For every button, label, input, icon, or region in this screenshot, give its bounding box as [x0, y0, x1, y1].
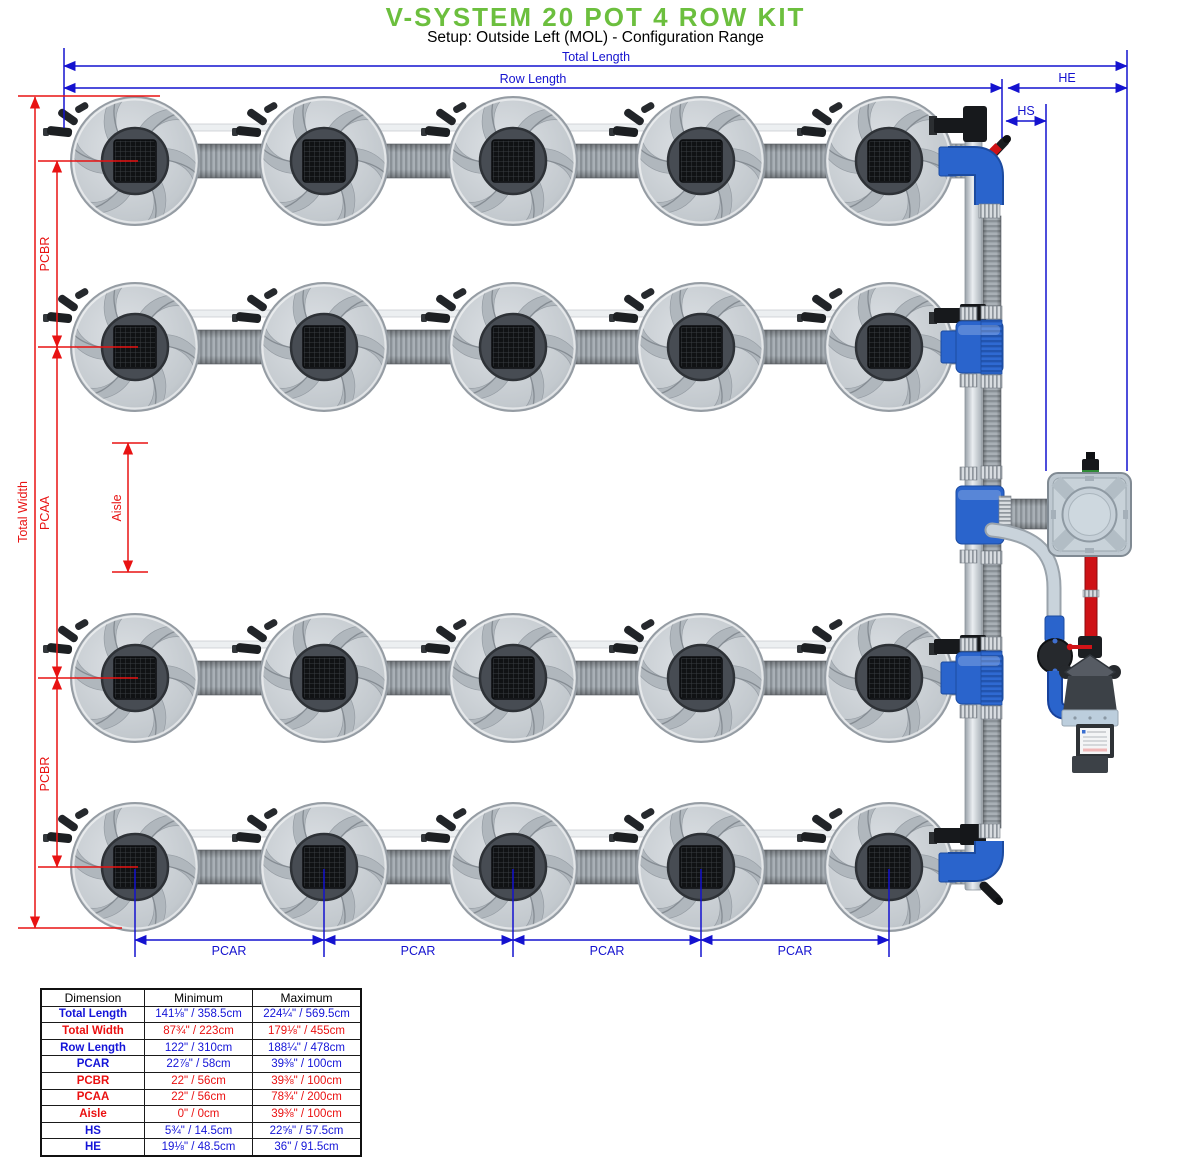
he-label: HE: [1058, 71, 1075, 85]
table-cell-dimension: PCAR: [40, 1055, 145, 1073]
table-cell-dimension: Total Length: [40, 1005, 145, 1024]
manifold-elbow-row1: [938, 146, 1004, 219]
pots: [43, 88, 959, 939]
table-cell-minimum: 22⅞" / 58cm: [144, 1055, 253, 1073]
table-row: PCAA 22" / 56cm 78¾" / 200cm: [40, 1088, 362, 1107]
table-header-dimension: Dimension: [40, 988, 145, 1007]
table-cell-minimum: 5¾" / 14.5cm: [144, 1121, 253, 1140]
table-header-minimum: Minimum: [144, 988, 253, 1007]
table-cell-dimension: HE: [40, 1138, 145, 1157]
manifold-tee-row3: [929, 635, 1004, 720]
table-cell-maximum: 39⅜" / 100cm: [252, 1071, 362, 1090]
total-width-label: Total Width: [16, 481, 30, 543]
table-row: Row Length 122" / 310cm 188¼" / 478cm: [40, 1038, 362, 1057]
table-row: PCBR 22" / 56cm 39⅜" / 100cm: [40, 1071, 362, 1090]
table-cell-dimension: Aisle: [40, 1105, 145, 1123]
table-header-row: Dimension Minimum Maximum: [40, 988, 362, 1007]
drain-pipe: [986, 524, 1060, 628]
row-center-ticks: [38, 160, 138, 868]
table-cell-maximum: 188¼" / 478cm: [252, 1038, 362, 1057]
table-cell-maximum: 39⅜" / 100cm: [252, 1105, 362, 1123]
pump-label: [1080, 728, 1110, 754]
table-cell-dimension: PCBR: [40, 1071, 145, 1090]
table-cell-minimum: 0" / 0cm: [144, 1105, 253, 1123]
manifold-fittings: [929, 106, 1051, 905]
dimension-table: Dimension Minimum Maximum Total Length 1…: [40, 988, 362, 1157]
table-cell-minimum: 22" / 56cm: [144, 1088, 253, 1107]
pcbr-label-2: PCBR: [38, 757, 52, 792]
table-cell-maximum: 39⅜" / 100cm: [252, 1055, 362, 1073]
drip-arm-cap: [929, 116, 937, 135]
table-cell-minimum: 87¾" / 223cm: [144, 1022, 253, 1040]
manifold-top-tee: [963, 106, 987, 142]
equipment: [984, 452, 1132, 773]
table-cell-minimum: 122" / 310cm: [144, 1038, 253, 1057]
drip-arm: [934, 118, 967, 133]
hs-label: HS: [1017, 104, 1034, 118]
total-length-label: Total Length: [562, 50, 630, 64]
table-header-maximum: Maximum: [252, 988, 362, 1007]
row-hoses: [186, 143, 968, 885]
table-row: HE 19⅛" / 48.5cm 36" / 91.5cm: [40, 1138, 362, 1157]
page-subtitle: Setup: Outside Left (MOL) - Configuratio…: [427, 29, 764, 46]
table-cell-minimum: 19⅛" / 48.5cm: [144, 1138, 253, 1157]
table-cell-maximum: 179⅛" / 455cm: [252, 1022, 362, 1040]
pcar-ext-lines: [134, 869, 890, 957]
pcar-label-2: PCAR: [401, 944, 436, 958]
table-row: Aisle 0" / 0cm 39⅜" / 100cm: [40, 1105, 362, 1123]
table-cell-minimum: 141⅛" / 358.5cm: [144, 1005, 253, 1024]
table-row: HS 5¾" / 14.5cm 22⅝" / 57.5cm: [40, 1121, 362, 1140]
pump: [1059, 654, 1121, 773]
table-cell-dimension: Row Length: [40, 1038, 145, 1057]
table-cell-dimension: PCAA: [40, 1088, 145, 1107]
pcar-label-4: PCAR: [778, 944, 813, 958]
manifold-tee-row2: [929, 304, 1004, 389]
reservoir-cap-top: [1086, 452, 1095, 461]
pump-base: [1072, 756, 1108, 773]
table-cell-dimension: HS: [40, 1121, 145, 1140]
pcbr-label-1: PCBR: [38, 237, 52, 272]
table-cell-minimum: 22" / 56cm: [144, 1071, 253, 1090]
table-cell-maximum: 22⅝" / 57.5cm: [252, 1121, 362, 1140]
table-cell-maximum: 78¾" / 200cm: [252, 1088, 362, 1107]
reservoir: [1047, 452, 1132, 557]
table-row: Total Length 141⅛" / 358.5cm 224¼" / 569…: [40, 1005, 362, 1024]
table-row: PCAR 22⅞" / 58cm 39⅜" / 100cm: [40, 1055, 362, 1073]
table-cell-maximum: 224¼" / 569.5cm: [252, 1005, 362, 1024]
red-dimensions: [18, 95, 160, 929]
pcar-label-3: PCAR: [590, 944, 625, 958]
aisle-label: Aisle: [110, 494, 124, 521]
pcar-label-1: PCAR: [212, 944, 247, 958]
table-row: Total Width 87¾" / 223cm 179⅛" / 455cm: [40, 1022, 362, 1040]
blue-dimensions: [63, 48, 1128, 957]
page-title: V-SYSTEM 20 POT 4 ROW KIT: [385, 2, 806, 32]
pcaa-label: PCAA: [38, 495, 52, 530]
table-cell-maximum: 36" / 91.5cm: [252, 1138, 362, 1157]
row-length-label: Row Length: [500, 72, 567, 86]
table-cell-dimension: Total Width: [40, 1022, 145, 1040]
manifold-elbow-row4: [929, 823, 1004, 905]
